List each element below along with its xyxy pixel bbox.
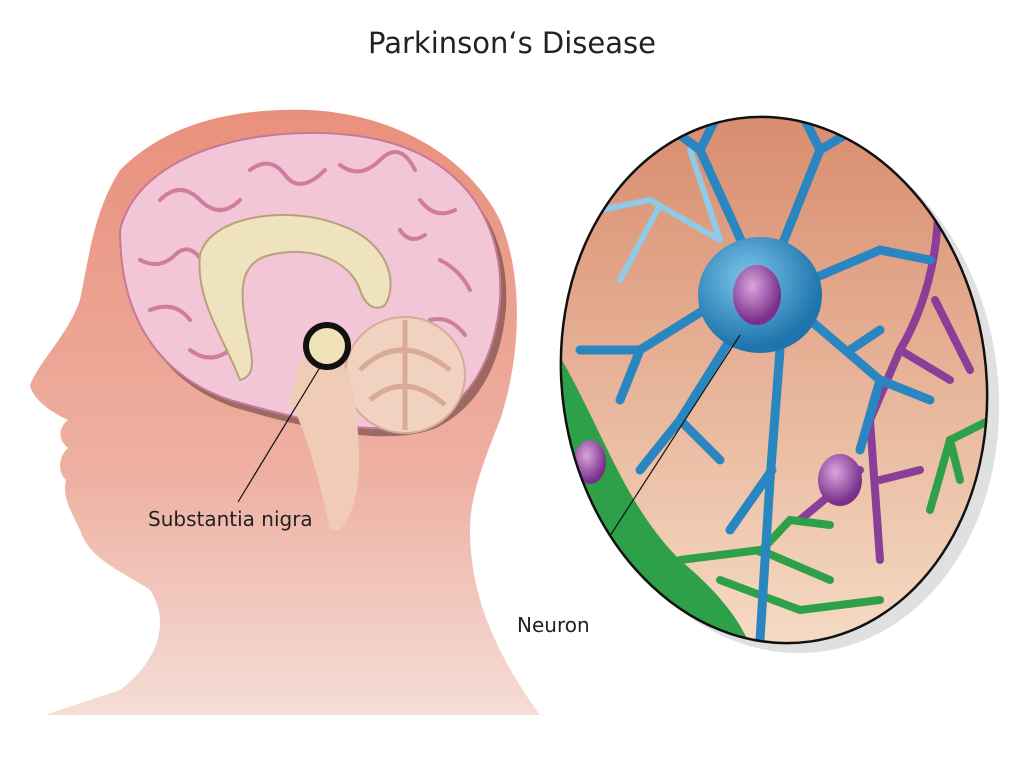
substantia-nigra-label: Substantia nigra [148,507,313,531]
substantia-nigra-marker [303,322,351,370]
diagram-title: Parkinson‘s Disease [368,26,656,60]
neuron-label: Neuron [517,613,590,637]
brain [118,131,507,530]
substantia-nigra-pointer [237,363,323,503]
magnified-view-oval [559,115,989,645]
